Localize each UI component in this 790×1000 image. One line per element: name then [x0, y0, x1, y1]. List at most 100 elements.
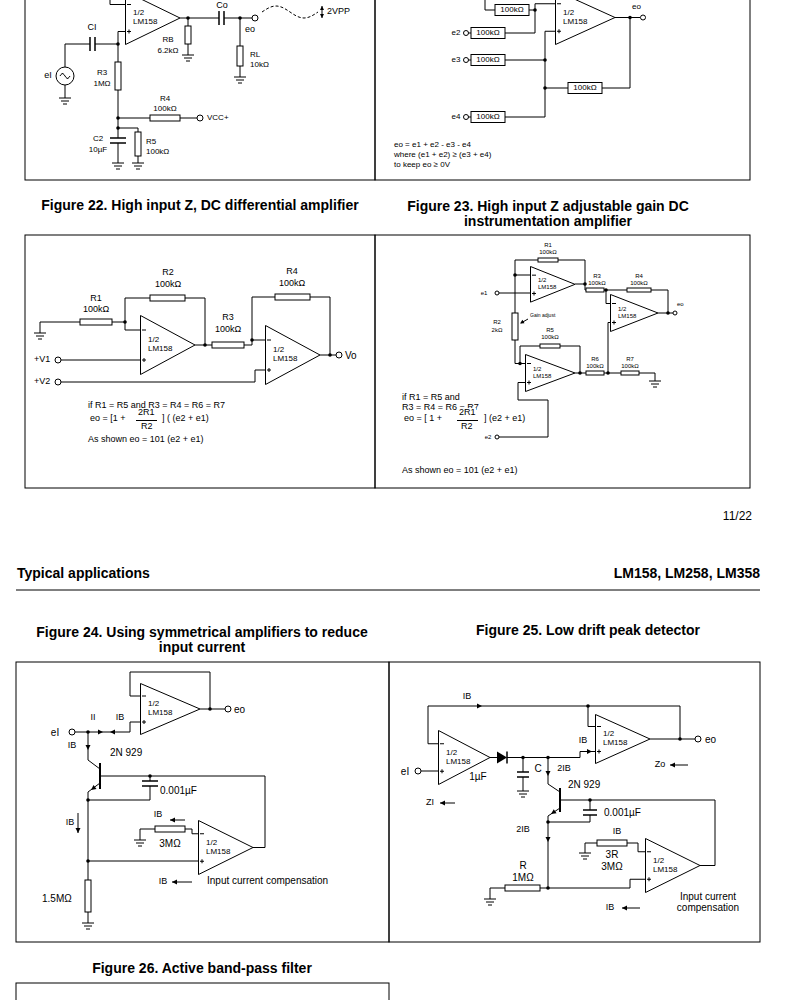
terminal: [495, 291, 499, 295]
wire: [606, 290, 627, 291]
circuit-label: IB: [579, 736, 588, 746]
wire: [604, 323, 610, 374]
resistor-symbol: [80, 319, 112, 325]
opamp-triangle: [556, 0, 616, 45]
minus-sign: [532, 274, 536, 275]
circuit-label: 100kΩ: [476, 56, 499, 65]
circuit-label: +V2: [34, 377, 50, 387]
part-number: 1/2 LM158: [273, 346, 297, 364]
plus-sign: [559, 29, 560, 33]
wire: [65, 85, 66, 95]
minus-sign: [557, 3, 561, 4]
wire: [200, 709, 225, 710]
circuit-label: +V1: [34, 355, 50, 365]
figure-panel: [16, 983, 389, 1000]
opamp-block: 1/2 LM158: [530, 266, 575, 303]
opamp-block: 1/2 LM158: [140, 683, 200, 735]
plus-sign: [202, 859, 203, 863]
wire: [244, 340, 265, 345]
junction-dot: [666, 311, 670, 315]
ground-symbol: [519, 794, 527, 795]
figure-panel: [389, 662, 760, 942]
arrow-head: [670, 763, 675, 768]
minus-sign: [527, 363, 531, 364]
capacitor-symbol: [218, 11, 220, 25]
circuit-label: 2kΩ: [492, 327, 503, 334]
circuit-label: 3MΩ: [159, 838, 180, 849]
resistor-symbol: [150, 115, 180, 121]
wire: [40, 322, 41, 330]
circuit-label: 100kΩ: [586, 363, 604, 370]
wire: [110, 0, 125, 5]
fraction-bar: [457, 420, 478, 421]
resistor-symbol: [586, 371, 604, 375]
ground-symbol: [649, 381, 661, 382]
terminal: [415, 768, 421, 774]
capacitor-symbol: [517, 771, 529, 773]
circuit-label: IB: [606, 903, 615, 913]
plus-sign: [599, 750, 600, 754]
circuit-label: 11/22: [723, 510, 752, 523]
arrow-head: [170, 818, 175, 823]
wire: [658, 313, 673, 314]
circuit-label: VCC+: [207, 114, 229, 123]
circuit-label: R4: [286, 267, 298, 277]
wire: [602, 18, 630, 89]
circuit-label: R2: [493, 319, 501, 326]
ground-symbol: [581, 856, 589, 857]
fraction-bar: [136, 420, 157, 421]
circuit-label: 1.5MΩ: [42, 893, 72, 904]
ground-symbol: [59, 98, 71, 99]
figure-caption: Figure 23. High input Z adjustable gain …: [368, 199, 728, 230]
resistor-symbol: [597, 840, 627, 846]
minus-sign: [267, 340, 271, 341]
circuit-label: 3MΩ: [601, 861, 622, 872]
circuit-label: R4: [635, 273, 643, 280]
opamp-triangle: [199, 821, 254, 875]
ground-symbol: [116, 169, 120, 170]
ground-symbol: [112, 163, 124, 164]
opamp-triangle: [526, 355, 576, 392]
plus-sign: [269, 368, 270, 372]
wire: [125, 322, 140, 330]
circuit-label: R6: [591, 356, 599, 363]
figure-caption: Typical applications: [17, 566, 150, 581]
circuit-label: 100kΩ: [83, 305, 109, 315]
circuit-label: As shown eo = 101 (e2 + e1): [88, 435, 204, 445]
circuit-label: to keep eo ≥ 0V: [394, 161, 450, 170]
transistor-symbol: [88, 783, 100, 880]
opamp-label: 1/2 LM158: [653, 857, 677, 875]
circuit-label: Input current compensation: [673, 891, 743, 913]
opamp-triangle: [141, 684, 201, 735]
plus-sign: [442, 769, 443, 773]
arrow-head: [91, 785, 96, 790]
wire: [515, 260, 516, 313]
circuit-label: 2IB: [516, 825, 530, 835]
ground-symbol: [82, 923, 94, 924]
ground-symbol: [186, 61, 190, 62]
wire: [320, 355, 336, 356]
opamp-label: 1/2 LM158: [273, 346, 297, 364]
ground-symbol: [63, 104, 67, 105]
ground-symbol: [653, 387, 657, 388]
wire: [188, 18, 189, 26]
resistor-symbol: [115, 62, 121, 90]
source-symbol: [60, 74, 70, 79]
wire: [469, 33, 472, 34]
circuit-label: 10kΩ: [250, 61, 269, 70]
wire: [180, 118, 197, 119]
junction-dot: [518, 362, 522, 366]
terminal: [69, 729, 75, 735]
wire: [118, 118, 150, 119]
wire: [469, 60, 472, 61]
arrow-head: [546, 771, 551, 776]
circuit-label: 1MΩ: [512, 872, 533, 883]
opamp-label: 1/2 LM158: [148, 336, 172, 354]
junction-dot: [546, 820, 550, 824]
ground-symbol: [488, 905, 492, 906]
circuit-label: 100kΩ: [215, 325, 241, 335]
wire: [65, 44, 90, 67]
circuit-label: 100kΩ: [476, 29, 499, 38]
wire: [615, 17, 640, 18]
wire: [188, 44, 189, 52]
